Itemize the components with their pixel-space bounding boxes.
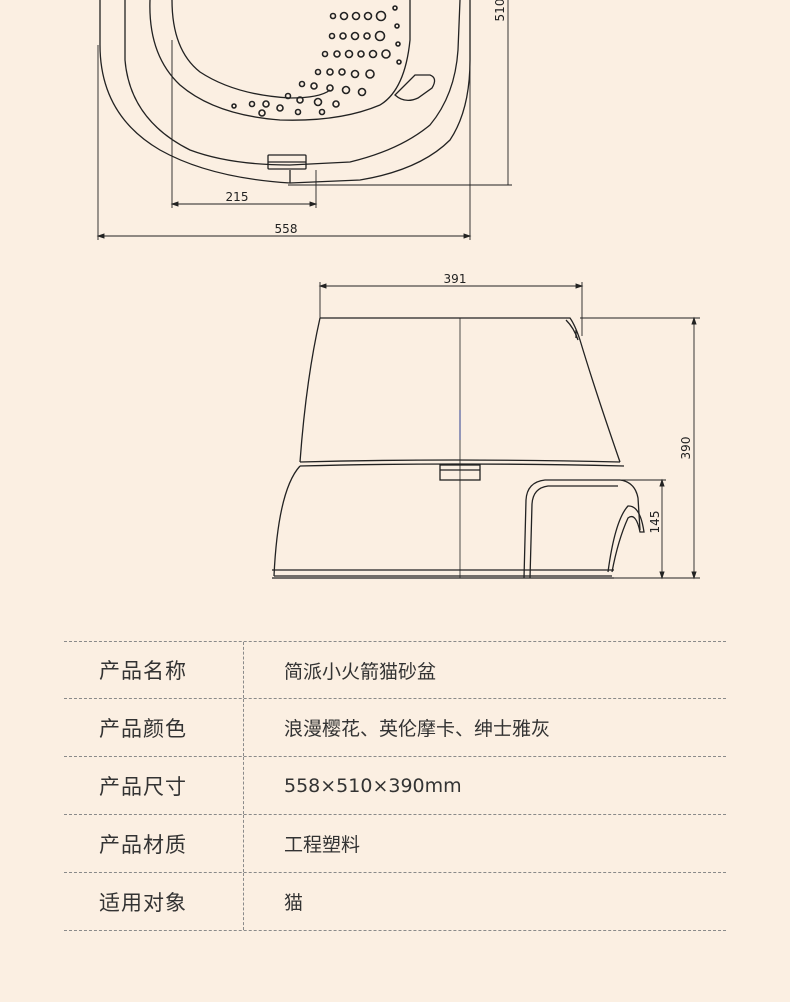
- spec-label: 产品颜色: [64, 699, 244, 756]
- spec-row-material: 产品材质 工程塑料: [64, 815, 726, 873]
- spec-value: 558×510×390mm: [284, 774, 462, 797]
- dim-label-390: 390: [679, 437, 693, 460]
- spec-row-name: 产品名称 简派小火箭猫砂盆: [64, 641, 726, 699]
- spec-value: 简派小火箭猫砂盆: [284, 660, 437, 683]
- top-view-outline: [99, 0, 471, 184]
- spec-row-size: 产品尺寸 558×510×390mm: [64, 757, 726, 815]
- dim-label-510: 510: [493, 0, 507, 21]
- dim-label-558: 558: [275, 222, 298, 236]
- side-view-outline: [272, 317, 645, 579]
- side-view-dimensions: [318, 282, 700, 580]
- spec-label: 产品名称: [64, 642, 244, 698]
- dim-label-391: 391: [444, 272, 467, 286]
- spec-value: 工程塑料: [284, 834, 361, 856]
- spec-table: 产品名称 简派小火箭猫砂盆 产品颜色 浪漫樱花、英伦摩卡、绅士雅灰 产品尺寸 5…: [64, 641, 726, 931]
- spec-value: 猫: [284, 892, 304, 914]
- sieve-holes: [231, 5, 402, 117]
- top-view-dimensions: [96, 0, 512, 240]
- spec-label: 产品尺寸: [64, 757, 244, 814]
- spec-row-color: 产品颜色 浪漫樱花、英伦摩卡、绅士雅灰: [64, 699, 726, 757]
- spec-label: 适用对象: [64, 873, 244, 930]
- spec-row-target: 适用对象 猫: [64, 873, 726, 931]
- technical-drawing: 510 215 558 391 390 145: [96, 0, 700, 580]
- spec-value: 浪漫樱花、英伦摩卡、绅士雅灰: [284, 718, 551, 740]
- spec-label: 产品材质: [64, 815, 244, 872]
- dim-label-215: 215: [226, 190, 249, 204]
- dim-label-145: 145: [648, 511, 662, 534]
